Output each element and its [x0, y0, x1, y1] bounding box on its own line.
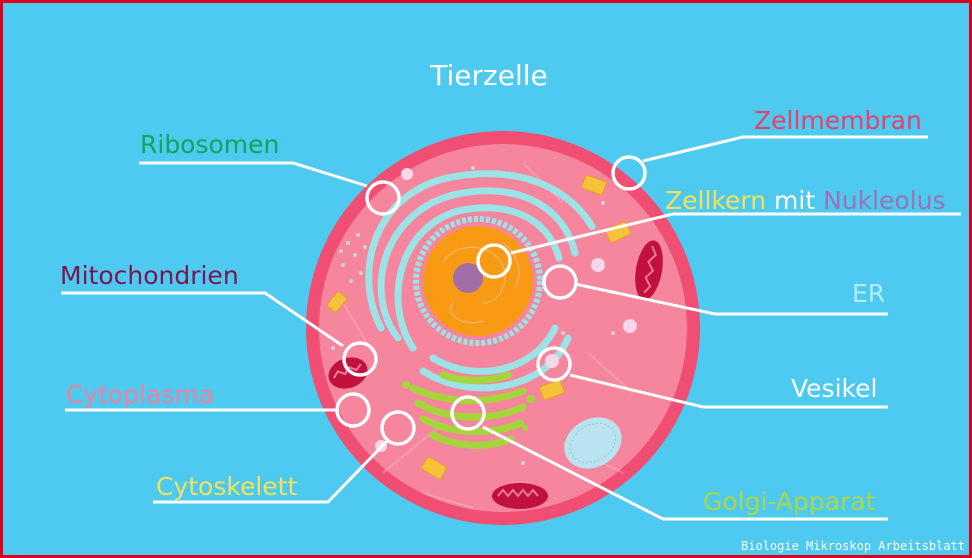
ribosome-dots [331, 166, 615, 465]
marker-er [542, 264, 578, 300]
leader-vesikel [569, 373, 888, 409]
label-mit: mit [774, 186, 816, 215]
leader-er [574, 282, 888, 316]
label-ribosomen: Ribosomen [140, 130, 280, 159]
mitochondrion-bottom [492, 483, 548, 509]
leader-mitochondrien [61, 291, 344, 348]
chromatin [442, 242, 520, 324]
golgi-vesicles [402, 381, 535, 431]
leader-cytoskelett [153, 439, 389, 504]
marker-mitochondrien [342, 341, 378, 377]
leader-zellmembran [642, 135, 928, 163]
label-zellmembran: Zellmembran [754, 106, 922, 135]
label-er: ER [852, 279, 886, 308]
label-zellkern-group: Zellkern mit Nukleolus [665, 186, 946, 216]
watermark: Biologie Mikroskop Arbeitsblatt [741, 539, 965, 553]
marker-ribosomen [365, 180, 401, 216]
marker-golgi [450, 395, 486, 431]
nuclear-envelope [413, 216, 543, 346]
label-cytoskelett: Cytoskelett [156, 472, 298, 501]
leader-golgi [482, 425, 888, 521]
diagram-title: Tierzelle [430, 59, 548, 92]
marker-circles [335, 155, 647, 446]
endoplasmic-reticulum [365, 170, 597, 392]
label-golgi: Golgi-Apparat [703, 487, 876, 516]
marker-zellmembran [611, 155, 647, 191]
label-nukleolus: Nukleolus [823, 186, 946, 215]
label-zellkern: Zellkern [665, 186, 767, 215]
marker-vesikel [536, 346, 572, 382]
leader-zellkern [510, 212, 961, 255]
leader-ribosomen [139, 161, 368, 188]
marker-zellkern [476, 243, 512, 279]
label-cytoplasma: Cytoplasma [66, 380, 215, 409]
mitochondrion-right [635, 240, 663, 300]
nucleolus [453, 263, 483, 293]
marker-cytoskelett [380, 410, 416, 446]
marker-cytoplasma [335, 392, 371, 428]
golgi-apparatus [409, 371, 527, 449]
label-mitochondrien: Mitochondrien [60, 261, 239, 290]
leader-lines [61, 135, 961, 521]
cell-illustration [61, 131, 961, 525]
lysosome [564, 417, 622, 469]
label-vesikel: Vesikel [791, 374, 878, 403]
